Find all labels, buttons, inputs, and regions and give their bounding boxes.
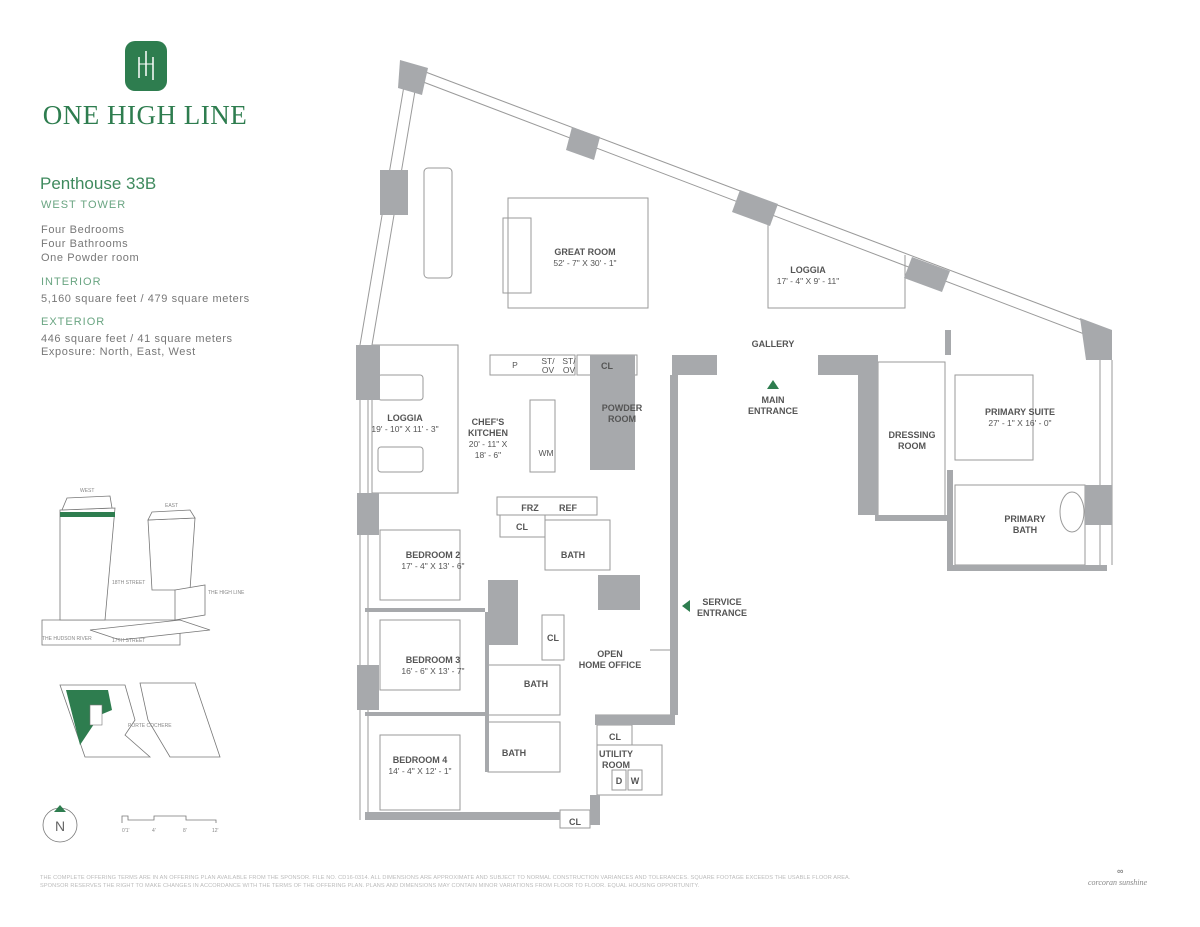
label-17th-street: 17TH STREET — [112, 638, 145, 644]
washer-label: W — [631, 776, 640, 786]
label-hudson: THE HUDSON RIVER — [42, 636, 92, 642]
office-label: HOME OFFICE — [579, 660, 642, 670]
loggia-east-dims: 17' - 4" X 9' - 11" — [777, 276, 840, 286]
interior-value: 5,160 square feet / 479 square meters — [41, 293, 250, 305]
primary-bath-label: BATH — [1013, 525, 1037, 535]
label-east: EAST — [165, 503, 178, 509]
refrigerator-label: REF — [559, 503, 578, 513]
compass-label: N — [55, 818, 65, 834]
key-plan: WEST EAST 18TH STREET THE HIGH LINE THE … — [41, 488, 245, 843]
primary-suite-label: PRIMARY SUITE — [985, 407, 1055, 417]
powder-room-label: POWDER — [602, 403, 643, 413]
agency-logo-icon: ∞ — [1117, 866, 1124, 876]
label-west: WEST — [80, 488, 94, 494]
brand-name: ONE HIGH LINE — [42, 100, 248, 130]
label-porte-cochere: PORTE COCHERE — [128, 723, 172, 729]
dryer-label: D — [616, 776, 623, 786]
freezer-label: FRZ — [521, 503, 539, 513]
powder-room-label: ROOM — [608, 414, 636, 424]
loggia-east-label: LOGGIA — [790, 265, 826, 275]
main-entrance-label: ENTRANCE — [748, 406, 798, 416]
feature-bedrooms: Four Bedrooms — [41, 224, 125, 236]
feature-bathrooms: Four Bathrooms — [41, 238, 129, 250]
utility-room-label: ROOM — [602, 760, 630, 770]
bedroom-3-dims: 16' - 6" X 13' - 7" — [401, 666, 464, 676]
utility-room-label: UTILITY — [599, 749, 633, 759]
great-room-label: GREAT ROOM — [554, 247, 615, 257]
main-entrance-label: MAIN — [762, 395, 785, 405]
exposure: Exposure: North, East, West — [41, 346, 196, 358]
closet-label: CL — [516, 522, 528, 532]
scale-tick: 0'1' — [122, 828, 130, 834]
exterior-value: 446 square feet / 41 square meters — [41, 333, 233, 345]
tower-monogram-icon — [125, 41, 167, 91]
loggia-west-dims: 19' - 10" X 11' - 3" — [371, 424, 438, 434]
service-entrance-arrow-icon — [682, 600, 690, 612]
agency-name: corcoran sunshine — [1088, 878, 1148, 887]
bedroom-2-dims: 17' - 4" X 13' - 6" — [401, 561, 464, 571]
oven-label: ST/ — [541, 356, 555, 366]
bedroom-3-label: BEDROOM 3 — [406, 655, 461, 665]
oven-label: OV — [563, 365, 576, 375]
office-label: OPEN — [597, 649, 623, 659]
service-entrance-label: SERVICE — [702, 597, 741, 607]
service-entrance-label: ENTRANCE — [697, 608, 747, 618]
loggia-west-label: LOGGIA — [387, 413, 423, 423]
legal-disclaimer: THE COMPLETE OFFERING TERMS ARE IN AN OF… — [40, 875, 851, 889]
closet-label: CL — [601, 361, 613, 371]
bath-label: BATH — [502, 748, 526, 758]
closet-label: CL — [547, 633, 559, 643]
great-room-dims: 52' - 7" X 30' - 1" — [553, 258, 616, 268]
feature-powder: One Powder room — [41, 252, 140, 264]
kitchen-label: KITCHEN — [468, 428, 508, 438]
bedroom-2-label: BEDROOM 2 — [406, 550, 461, 560]
oven-label: OV — [542, 365, 555, 375]
exterior-label: EXTERIOR — [41, 316, 106, 328]
bath-label: BATH — [524, 679, 548, 689]
highlighted-floor — [60, 512, 115, 517]
interior-label: INTERIOR — [41, 276, 102, 288]
primary-suite-dims: 27' - 1" X 16' - 0" — [988, 418, 1051, 428]
wm-label: WM — [538, 448, 553, 458]
main-entrance-arrow-icon — [767, 380, 779, 389]
primary-bath-label: PRIMARY — [1004, 514, 1045, 524]
bedroom-4-dims: 14' - 4" X 12' - 1" — [388, 766, 451, 776]
label-high-line: THE HIGH LINE — [208, 590, 245, 596]
bedroom-4-label: BEDROOM 4 — [393, 755, 448, 765]
scale-tick: 4' — [152, 828, 156, 834]
dressing-room-label: ROOM — [898, 441, 926, 451]
scale-tick: 8' — [183, 828, 187, 834]
dressing-room-label: DRESSING — [888, 430, 935, 440]
kitchen-dims: 20' - 11" X — [469, 439, 508, 449]
closet-label: CL — [569, 817, 581, 827]
bath-label: BATH — [561, 550, 585, 560]
unit-title: Penthouse 33B — [40, 174, 157, 193]
closet-label: CL — [609, 732, 621, 742]
kitchen-label: CHEF'S — [472, 417, 505, 427]
tower-name: WEST TOWER — [41, 199, 127, 211]
oven-label: ST/ — [562, 356, 576, 366]
scale-tick: 12' — [212, 828, 219, 834]
label-18th-street: 18TH STREET — [112, 580, 145, 586]
scale-bar — [121, 815, 217, 823]
kitchen-dims: 18' - 6" — [475, 450, 501, 460]
pantry-label: P — [512, 360, 518, 370]
gallery-label: GALLERY — [752, 339, 795, 349]
